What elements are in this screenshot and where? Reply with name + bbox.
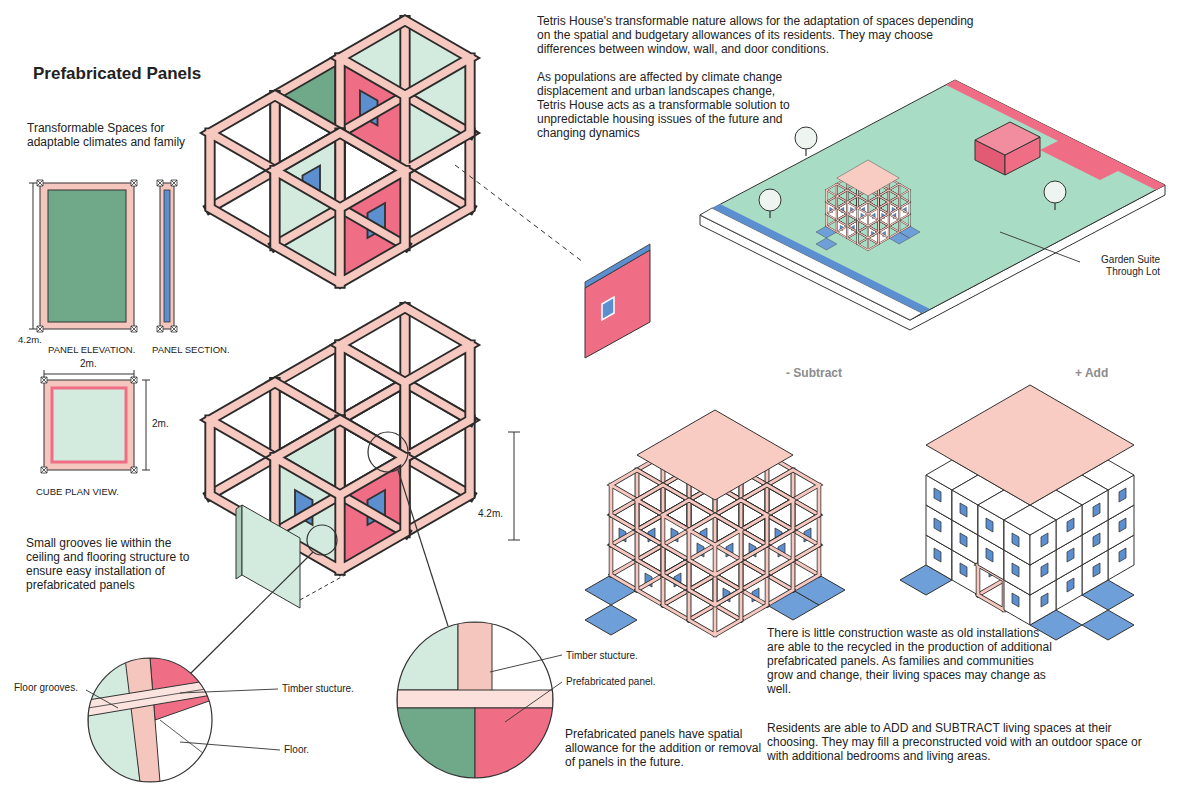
dimension: 2m. [80,358,97,370]
subtract-cluster [585,410,845,635]
part-label: Timber stucture. [566,650,638,662]
note: Residents are able to ADD and SUBTRACT l… [767,721,1152,763]
dimension: 2m. [152,418,169,430]
exploded-panel [585,244,650,358]
description: Tetris House's transformable nature allo… [537,14,977,56]
dashed-line [455,165,583,262]
dimension-line [508,432,520,540]
corner-detail [397,622,562,778]
subtitle: Transformable Spaces for adaptable clima… [27,121,205,149]
floor-detail [86,658,280,782]
inserted-panel [236,505,345,608]
board-title: Prefabricated Panels [33,64,201,84]
detail-callouts [190,432,448,674]
state-label: + Add [1075,366,1108,380]
description: As populations are affected by climate c… [537,70,805,140]
part-label: Timber stucture. [282,683,354,695]
state-label: - Subtract [786,366,842,380]
dimension: 4.2m. [478,508,503,520]
note: Prefabricated panels have spatial allowa… [565,727,763,769]
part-label: Floor grooves. [14,682,78,694]
panel-section [157,180,177,332]
assembled-axon [210,21,470,284]
part-label: Floor. [284,744,309,756]
note: Small grooves lie within the ceiling and… [26,536,206,592]
drawing-label: PANEL ELEVATION. [48,344,135,355]
note: There is little construction waste as ol… [767,626,1052,696]
dimension: 4.2m. [18,334,42,345]
part-label: Prefabricated panel. [566,676,656,688]
drawing-label: CUBE PLAN VIEW. [36,486,119,497]
cube-plan [41,370,150,473]
add-cluster [900,385,1134,640]
panel-elevation [29,180,137,332]
site-label: Garden Suite Through Lot [1085,254,1160,277]
drawing-label: PANEL SECTION. [152,344,230,355]
